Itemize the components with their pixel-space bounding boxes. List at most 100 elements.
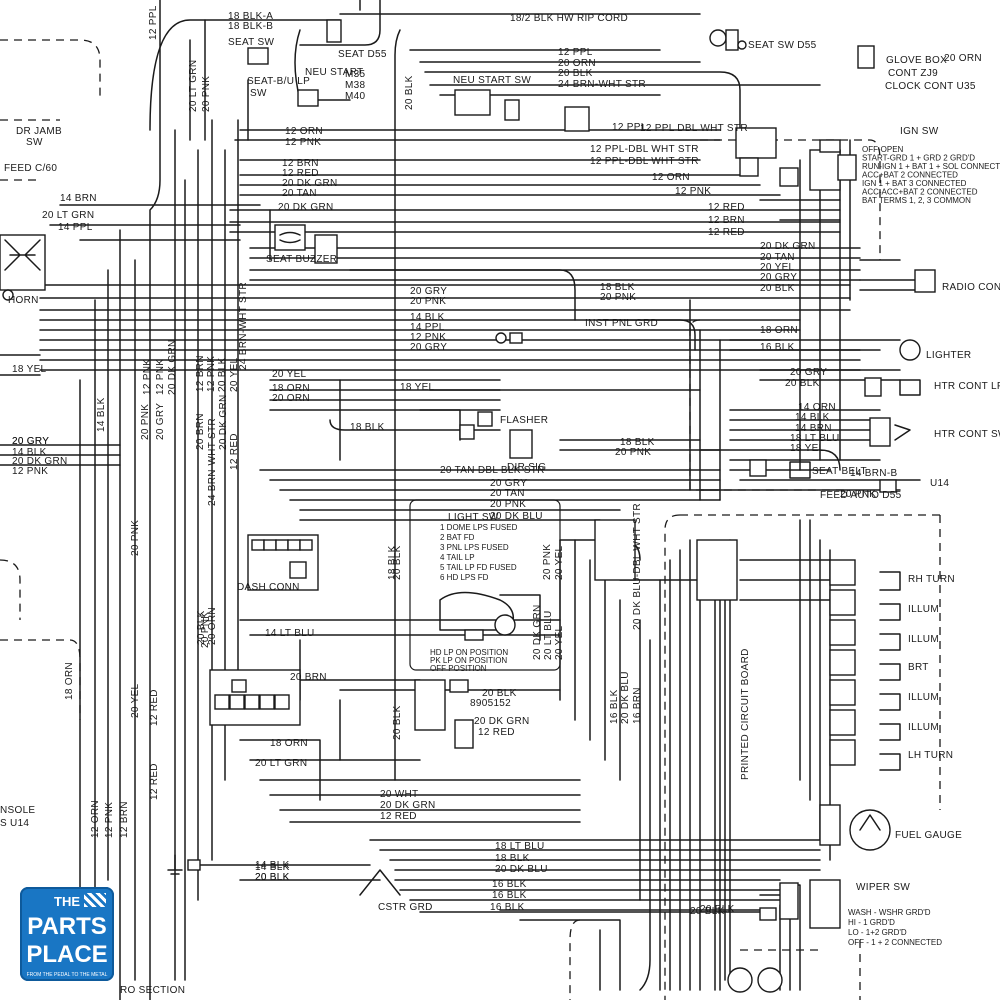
component-label: RADIO CONT xyxy=(942,282,1000,293)
wire-label: 20 DK GRN xyxy=(12,456,68,467)
wire-label: 12 PPL xyxy=(612,122,647,133)
wire-label: 20 DK GRN xyxy=(760,241,816,252)
ign-legend-line: ACC+BAT 2 CONNECTED xyxy=(862,171,958,180)
wire-label: 12 PPL-DBL WHT STR xyxy=(590,144,699,155)
wire-label: 14 BLK xyxy=(255,860,290,871)
wire-label: 20 PNK xyxy=(140,404,151,440)
component-label: CONT ZJ9 xyxy=(888,68,938,79)
wire-label: 24 BRN-WHT STR xyxy=(238,282,249,370)
component-label: SW xyxy=(250,88,267,99)
wire-label: 16 BLK xyxy=(760,342,795,353)
component-label: SEAT D55 xyxy=(338,49,387,60)
wire-label: 18 BLK xyxy=(350,422,385,433)
light-sw-legend-line: 4 TAIL LP xyxy=(440,553,475,562)
component-label: SEAT BUZZER xyxy=(266,254,337,265)
component-label: CLOCK CONT U35 xyxy=(885,81,976,92)
wire-label: 12 ORN xyxy=(285,126,323,137)
wire-label: 20 BLK xyxy=(785,378,820,389)
wire-label: 14 PPL xyxy=(58,222,93,233)
wire-label: 20 GRY xyxy=(790,367,827,378)
wire-label: 12 PNK xyxy=(155,359,166,395)
wire-label: 20 BLK xyxy=(404,75,415,110)
ign-legend-line: START-GRD 1 + GRD 2 GRD'D xyxy=(862,154,975,163)
ign-legend-line: BAT TERMS 1, 2, 3 COMMON xyxy=(862,196,971,205)
wire-label: 14 BLK xyxy=(96,397,107,432)
component-label: M38 xyxy=(345,80,365,91)
component-label: SEAT-B/U LP xyxy=(247,76,310,87)
wire-label: 20 YEL xyxy=(554,545,565,580)
wire-label: 14 BLK xyxy=(255,862,290,873)
light-sw-position: OFF POSITION xyxy=(430,664,487,673)
component-label: ILLUM xyxy=(908,692,939,703)
wire-label: 20 ORN xyxy=(558,58,596,69)
wire-label: 18 YEL xyxy=(12,364,47,375)
wiper-legend-line: OFF - 1 + 2 CONNECTED xyxy=(848,938,942,947)
wire-label: 14 ORN xyxy=(798,402,836,413)
component-label: HTR CONT SW xyxy=(934,429,1000,440)
component-label: GLOVE BOX xyxy=(886,55,947,66)
wire-label: 20 BLK xyxy=(217,357,228,392)
wire-label: 14 LT BLU xyxy=(265,628,315,639)
component-label: ILLUM xyxy=(908,722,939,733)
wire-label: 20 PNK xyxy=(130,520,141,556)
component-blocks xyxy=(0,19,936,993)
wire-label: 20 TAN xyxy=(490,488,525,499)
component-label: ILLUM xyxy=(908,634,939,645)
light-sw-legend-line: 1 DOME LPS FUSED xyxy=(440,523,518,532)
component-label: FEED AUTO D55 xyxy=(820,490,902,501)
wire-label: 20 BRN xyxy=(290,672,327,683)
component-label: M35 xyxy=(345,69,365,80)
wire-label: 18 BLK xyxy=(495,853,530,864)
wire-label: 18 ORN xyxy=(270,738,308,749)
wire-label: 20 TAN xyxy=(760,252,795,263)
wire-label: 14 BLK xyxy=(410,312,445,323)
light-sw-legend-line: 2 BAT FD xyxy=(440,533,475,542)
component-label: U14 xyxy=(930,478,949,489)
wire-label: 20 PNK xyxy=(490,499,526,510)
wire-label: 20 LT BLU xyxy=(543,610,554,660)
wire-label: 18/2 BLK HW RIP CORD xyxy=(510,13,628,24)
wire-label: 20 YEL xyxy=(272,369,307,380)
wire-label: 20 GRY xyxy=(155,403,166,440)
wire-label: 12 RED xyxy=(282,168,319,179)
wiper-legend-line: WASH - WSHR GRD'D xyxy=(848,908,931,917)
wire-label: 12 ORN xyxy=(90,800,101,838)
wire-label: 20 BRN xyxy=(195,413,206,450)
wire-label: 18 BLK xyxy=(600,282,635,293)
wire-label: 12 PNK xyxy=(675,186,711,197)
wire-label: 20 DK GRN xyxy=(167,340,178,396)
wire-label: 24 BRN-WHT STR xyxy=(558,79,646,90)
wire-label: 20 GRY xyxy=(12,436,49,447)
component-label: FEED C/60 xyxy=(4,163,57,174)
wire-label: 12 BRN xyxy=(195,355,206,392)
checkered-flag-icon xyxy=(84,893,106,907)
wire-label: 20 GRY xyxy=(760,272,797,283)
component-label: 8905152 xyxy=(470,698,511,709)
wire-label: 12 RED xyxy=(708,202,745,213)
wire-label: 18 YEL xyxy=(790,443,825,454)
wire-label: 18 ORN xyxy=(760,325,798,336)
wire-label: 20 ORN xyxy=(944,53,982,64)
logo-line-2: PARTS xyxy=(27,913,107,940)
wire-label: 12 PNK xyxy=(206,356,217,392)
component-label: IGN SW xyxy=(900,126,939,137)
light-sw-position: PK LP ON POSITION xyxy=(430,656,507,665)
wire-label: 20 DK GRN xyxy=(380,800,436,811)
wire-label: 18 BLK xyxy=(620,437,655,448)
wire-label: 20 BLK xyxy=(558,68,593,79)
component-label: RH TURN xyxy=(908,574,955,585)
wire-label: 12 PNK xyxy=(410,332,446,343)
component-label: LIGHTER xyxy=(926,350,971,361)
wire-label: 18 LT BLU xyxy=(790,433,840,444)
wire-label: 14 BRN-B xyxy=(850,468,897,479)
wire-label: 16 BLK xyxy=(490,902,525,913)
component-label: HORN xyxy=(8,295,39,306)
ign-legend-line: IGN 1 + BAT 3 CONNECTED xyxy=(862,179,967,188)
wire-label: 20 DK GRN xyxy=(532,605,543,661)
wire-label: 20 ORN xyxy=(207,607,218,645)
component-label: SW xyxy=(26,137,43,148)
wire-label: 18 LT BLU xyxy=(495,841,545,852)
wire-label: 20 PNK xyxy=(201,76,212,112)
